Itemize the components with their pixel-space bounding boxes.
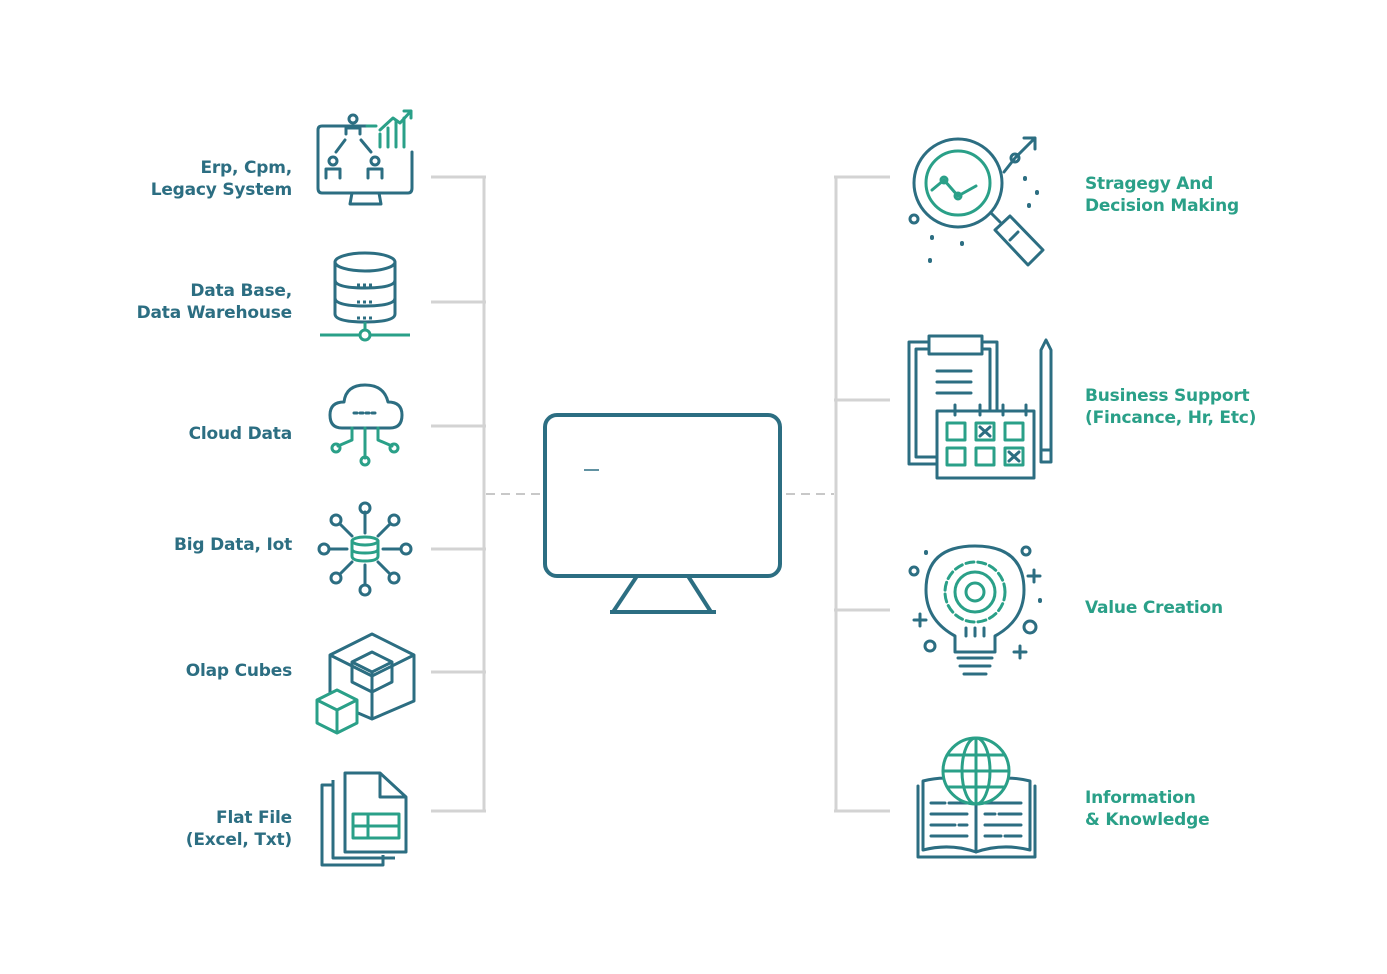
label-line: Flat File (216, 808, 292, 828)
outcome-label-information: Information & Knowledge (1085, 787, 1210, 831)
book-globe-icon (916, 736, 1037, 859)
source-label-flatfile: Flat File (Excel, Txt) (186, 807, 292, 851)
source-label-olap: Olap Cubes (186, 660, 292, 682)
label-line: Data Base, (190, 281, 292, 301)
right-connector (834, 175, 890, 813)
label-line: (Excel, Txt) (185, 830, 292, 850)
outcome-label-business-support: Business Support (Fincance, Hr, Etc) (1085, 385, 1256, 429)
label-line: Stragegy And (1085, 174, 1214, 194)
cloud-network-icon (328, 383, 404, 467)
source-label-database: Data Base, Data Warehouse (136, 280, 293, 324)
label-line: Business Support (1085, 386, 1250, 406)
org-chart-monitor-icon (316, 109, 414, 206)
label-line: Big Data, Iot (174, 535, 292, 555)
clipboard-calendar-icon (907, 334, 1053, 480)
label-line: Legacy System (150, 180, 292, 200)
label-line: Olap Cubes (185, 661, 292, 681)
source-label-cloud: Cloud Data (188, 423, 293, 445)
lightbulb-gear-icon (908, 544, 1042, 676)
source-label-bigdata: Big Data, Iot (174, 534, 292, 556)
label-line: (Fincance, Hr, Etc) (1085, 408, 1257, 428)
label-line: Decision Making (1085, 196, 1239, 216)
olap-cube-icon (315, 632, 416, 735)
magnifier-analytics-icon (908, 136, 1045, 267)
left-connector (431, 175, 486, 813)
spreadsheet-file-icon (320, 771, 408, 867)
outcome-label-value-creation: Value Creation (1085, 597, 1223, 619)
label-line: Value Creation (1085, 598, 1223, 618)
monitor-icon (543, 413, 782, 614)
label-line: Information (1085, 788, 1196, 808)
label-line: Data Warehouse (136, 303, 293, 323)
source-label-erp: Erp, Cpm, Legacy System (151, 157, 292, 201)
iot-network-icon (317, 501, 413, 597)
label-line: Erp, Cpm, (200, 158, 292, 178)
outcome-label-strategy: Stragegy And Decision Making (1085, 173, 1239, 217)
database-server-icon (320, 251, 410, 342)
label-line: Cloud Data (188, 424, 293, 444)
label-line: & Knowledge (1085, 810, 1210, 830)
